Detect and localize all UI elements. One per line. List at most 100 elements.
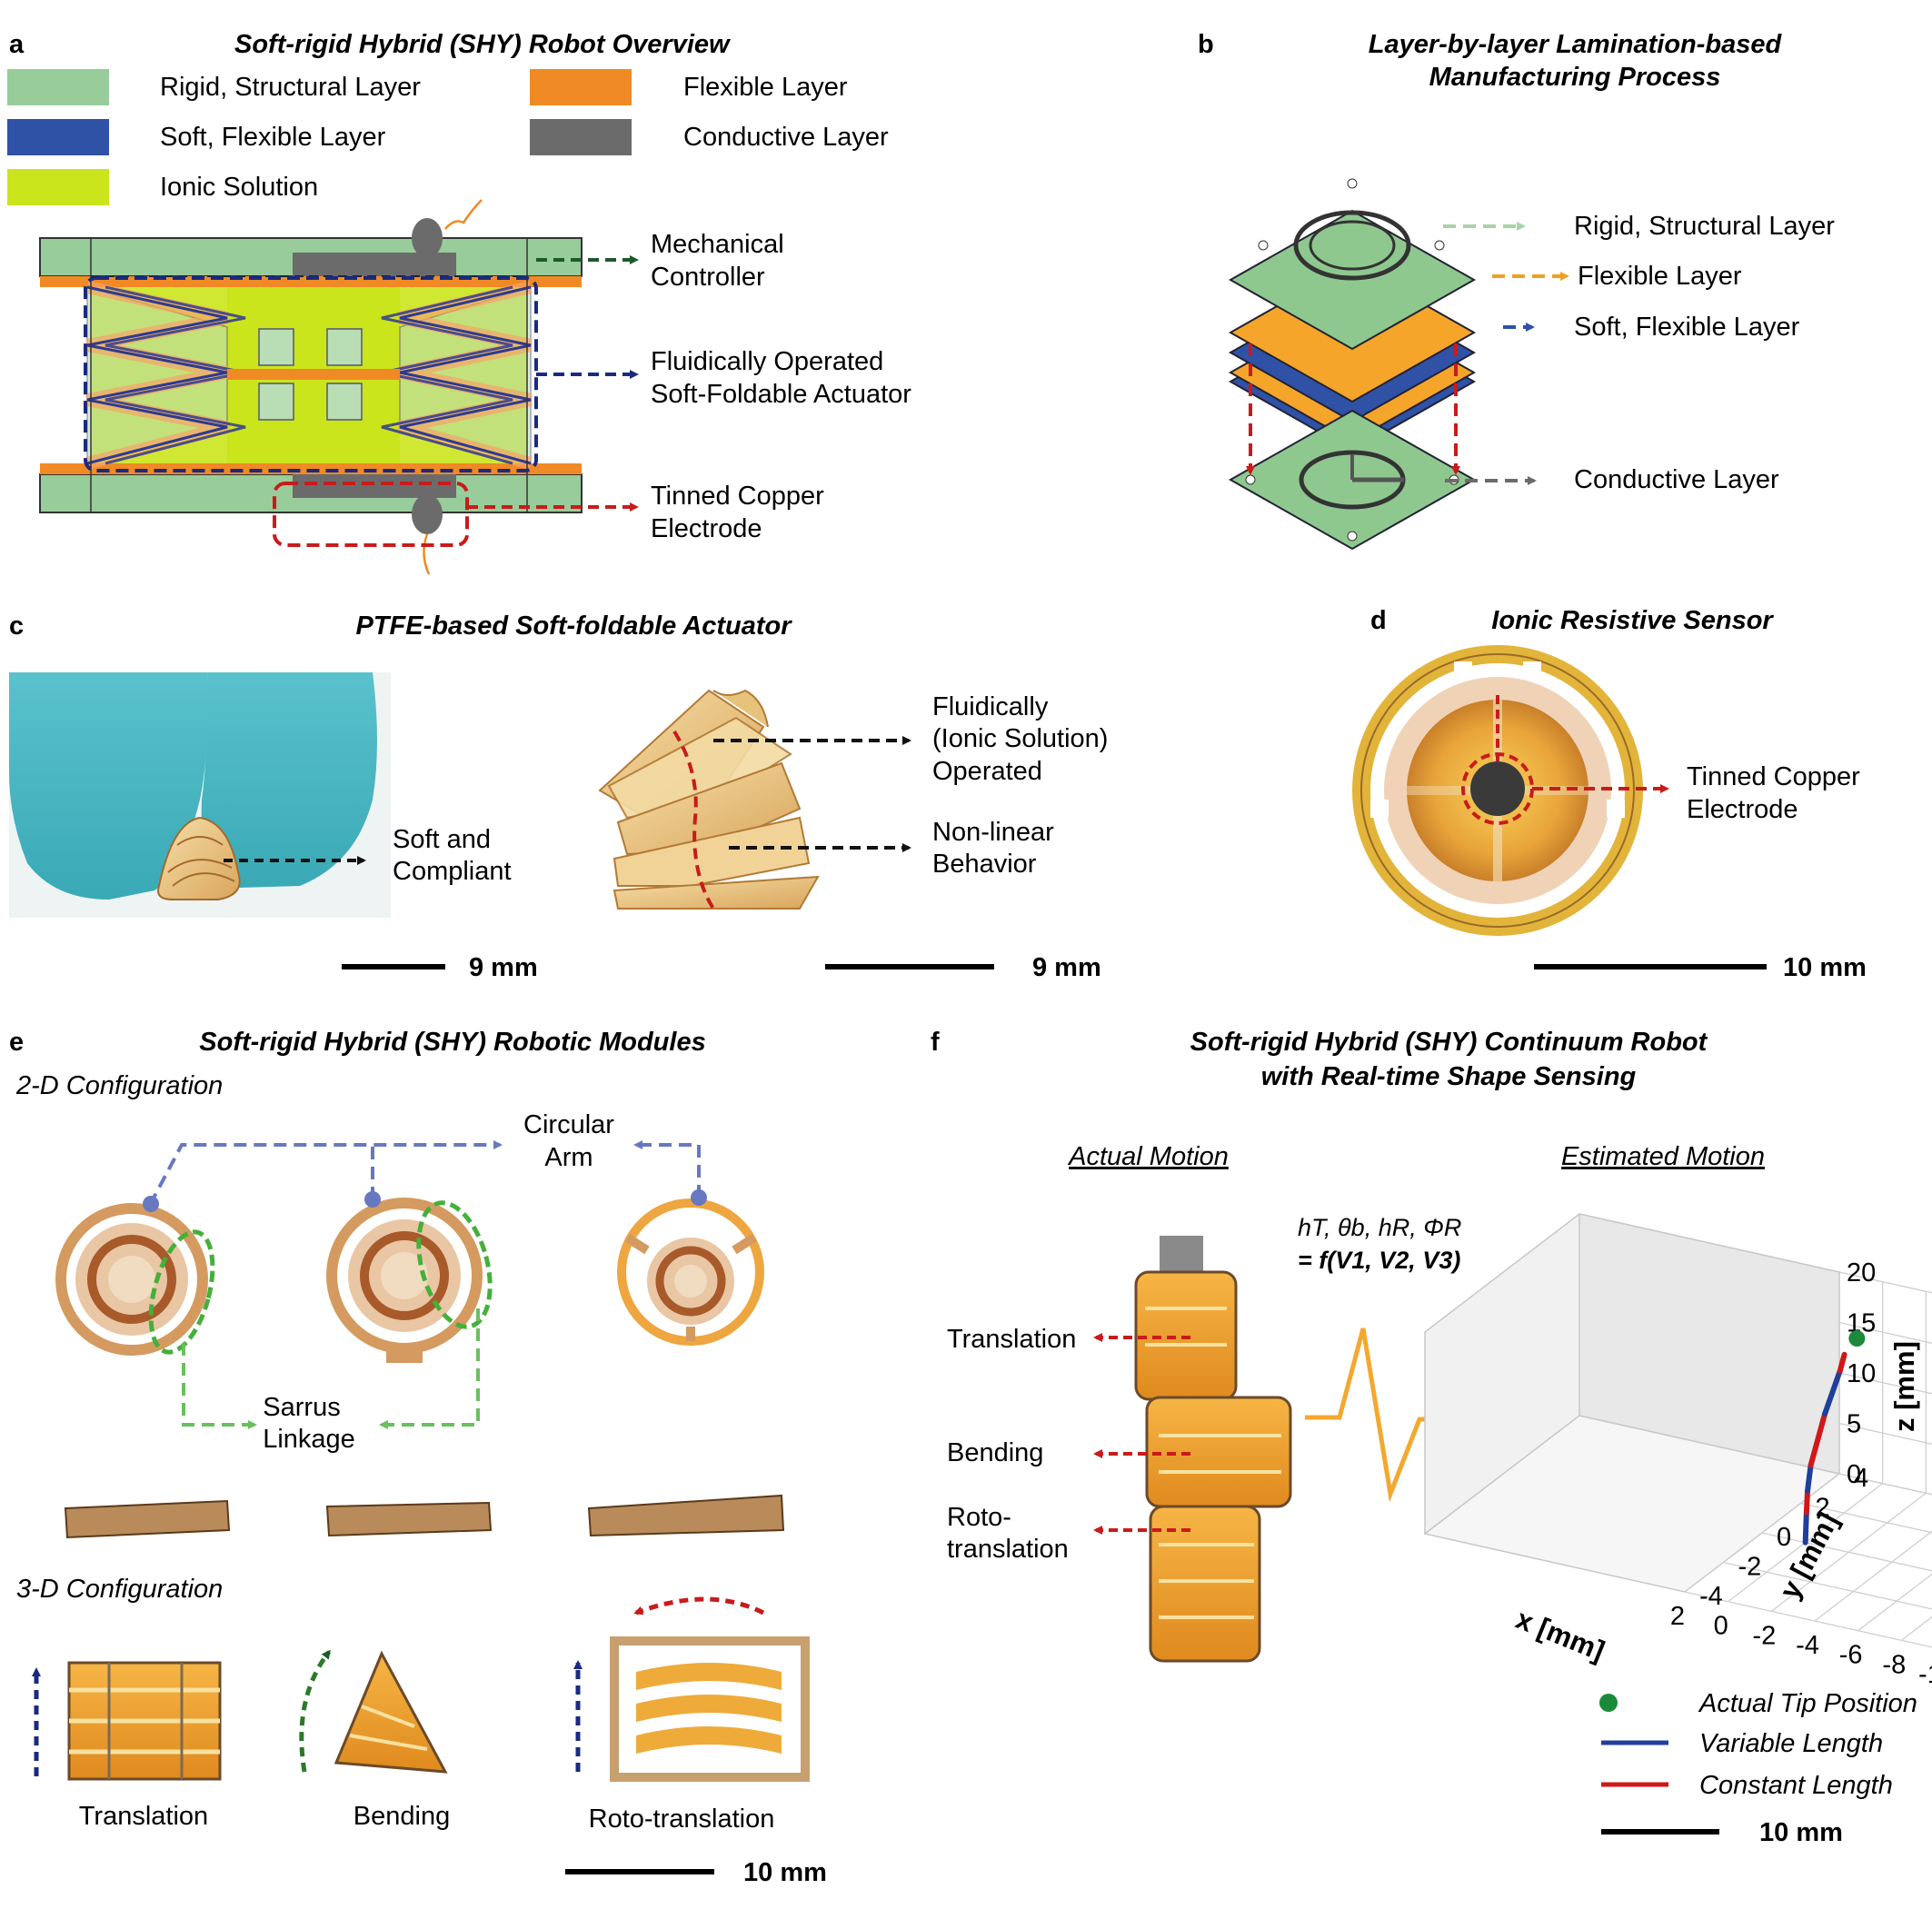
- y-tick-label: 4: [1854, 1464, 1868, 1493]
- legend-variable-label: Variable Length: [1699, 1729, 1883, 1758]
- glove-photo: [9, 672, 391, 918]
- panel-d: d Ionic Resistive Sensor Tinned Copper E…: [1352, 606, 1867, 982]
- callout-actuator-2: Soft-Foldable Actuator: [651, 380, 911, 409]
- motion-bending: Bending: [947, 1438, 1043, 1467]
- y-tick-label: -2: [1738, 1553, 1762, 1582]
- mode-bending: Bending: [354, 1802, 450, 1831]
- panel-f: f Soft-rigid Hybrid (SHY) Continuum Robo…: [931, 1028, 1932, 1847]
- scalebar-c-left-label: 9 mm: [469, 953, 538, 982]
- mode-translation: Translation: [79, 1802, 208, 1831]
- x-tick-label: -2: [1752, 1621, 1776, 1650]
- legend-label-rigid: Rigid, Structural Layer: [160, 73, 421, 102]
- z-tick-label: 10: [1847, 1359, 1876, 1388]
- panel-b-title-2: Manufacturing Process: [1429, 63, 1721, 92]
- grid-line-z-right: [1838, 1321, 1932, 1344]
- layer-label-conductive: Conductive Layer: [1574, 465, 1779, 494]
- panel-a-letter: a: [9, 30, 25, 59]
- panel-a-legend: Rigid, Structural Layer Flexible Layer S…: [7, 69, 889, 205]
- layer-stack: [1228, 178, 1477, 551]
- panel-a-title: Soft-rigid Hybrid (SHY) Robot Overview: [234, 30, 732, 59]
- panel-c-letter: c: [9, 611, 24, 641]
- y-tick-label: 2: [1816, 1494, 1830, 1523]
- legend-label-conductive: Conductive Layer: [683, 123, 889, 152]
- layer-label-rigid: Rigid, Structural Layer: [1574, 212, 1835, 241]
- segment-variable-length: [1805, 1462, 1814, 1494]
- segment-variable-length: [1802, 1509, 1809, 1546]
- callout-compliant-2: Compliant: [393, 857, 512, 886]
- z-tick-label: 5: [1847, 1410, 1861, 1439]
- legend-swatch-ionic: [7, 169, 109, 205]
- callout-actuator-1: Fluidically Operated: [651, 347, 883, 376]
- circular-arm-1: Circular: [523, 1110, 614, 1139]
- module-3d-rototranslation: [573, 1596, 810, 1782]
- legend-swatch-soft: [7, 119, 109, 155]
- z-tick-label: 0: [1847, 1460, 1861, 1489]
- mode-rototranslation: Roto-translation: [589, 1805, 775, 1834]
- legend-tip-marker: [1599, 1694, 1618, 1712]
- module-3d-bending: [299, 1649, 448, 1774]
- module-side-views: [64, 1494, 785, 1539]
- circular-arm-connectors: [143, 1140, 707, 1212]
- panel-e-title: Soft-rigid Hybrid (SHY) Robotic Modules: [199, 1028, 705, 1057]
- scalebar-e-label: 10 mm: [743, 1858, 827, 1887]
- legend-constant-label: Constant Length: [1699, 1771, 1893, 1800]
- panel-d-title: Ionic Resistive Sensor: [1491, 606, 1774, 635]
- plot-series: [1802, 1330, 1866, 1546]
- z-axis-label: z [mm]: [1888, 1341, 1920, 1432]
- callout-fluidic-3: Operated: [932, 757, 1042, 786]
- legend-swatch-conductive: [530, 119, 632, 155]
- x-tick-label: -10: [1918, 1660, 1932, 1689]
- panel-e-letter: e: [9, 1028, 24, 1057]
- legend-label-flexible: Flexible Layer: [683, 73, 848, 102]
- legend-tip-label: Actual Tip Position: [1698, 1689, 1917, 1718]
- grid-line-z-right: [1838, 1372, 1932, 1395]
- callout-controller-2: Controller: [651, 263, 765, 292]
- segment-constant-length: [1803, 1487, 1811, 1516]
- panel-c: c PTFE-based Soft-foldable Actuator Soft…: [9, 611, 1108, 982]
- estimated-motion-label: Estimated Motion: [1561, 1142, 1765, 1171]
- panel-f-title-1: Soft-rigid Hybrid (SHY) Continuum Robot: [1190, 1028, 1708, 1057]
- actuator-photo: [598, 689, 820, 910]
- legend-label-ionic: Ionic Solution: [160, 173, 318, 202]
- callout-electrode-2: Electrode: [651, 514, 762, 543]
- motion-roto: Roto-: [947, 1503, 1011, 1532]
- scalebar-c-right-label: 9 mm: [1032, 953, 1101, 982]
- panel-b-letter: b: [1198, 30, 1214, 59]
- grid-line-x: [1857, 1573, 1932, 1632]
- segment-constant-length: [1808, 1410, 1828, 1468]
- x-tick-label: -4: [1796, 1631, 1819, 1660]
- sarrus-connectors: [182, 1308, 480, 1429]
- sensor-callout-2: Electrode: [1687, 795, 1798, 824]
- callout-controller-1: Mechanical: [651, 230, 784, 259]
- grid-line-y: [1800, 1502, 1932, 1534]
- sensor-callout-1: Tinned Copper: [1687, 762, 1860, 791]
- panel-f-letter: f: [931, 1028, 940, 1057]
- segment-variable-length: [1822, 1367, 1843, 1417]
- legend-swatch-rigid: [7, 69, 109, 105]
- grid-line-y: [1723, 1561, 1932, 1610]
- panel-b-title-1: Layer-by-layer Lamination-based: [1369, 30, 1783, 59]
- grid-line-z-right: [1838, 1473, 1932, 1496]
- segment-constant-length: [1837, 1351, 1847, 1374]
- module-photo-1: [55, 1203, 215, 1356]
- circular-arm-2: Arm: [544, 1143, 593, 1172]
- grid-line-x: [1900, 1616, 1932, 1641]
- config-2d-label: 2-D Configuration: [15, 1071, 223, 1100]
- x-tick-label: -8: [1882, 1650, 1906, 1679]
- motion-translation-2: translation: [947, 1535, 1069, 1564]
- legend-swatch-flexible: [530, 69, 632, 105]
- plot-grid: [1684, 1271, 1932, 1648]
- panel-c-title: PTFE-based Soft-foldable Actuator: [355, 611, 792, 641]
- scalebar-d-label: 10 mm: [1783, 953, 1867, 982]
- x-axis-label: x [mm]: [1511, 1603, 1608, 1667]
- callout-electrode-1: Tinned Copper: [651, 482, 824, 511]
- callout-fluidic-1: Fluidically: [932, 692, 1049, 721]
- motion-translation: Translation: [947, 1325, 1076, 1354]
- callout-compliant-1: Soft and: [393, 825, 491, 854]
- robot-photo: [1134, 1236, 1292, 1663]
- callout-nonlinear-1: Non-linear: [932, 818, 1054, 847]
- panel-d-letter: d: [1370, 606, 1387, 635]
- panel-f-legend: Actual Tip Position Variable Length Cons…: [1599, 1689, 1917, 1847]
